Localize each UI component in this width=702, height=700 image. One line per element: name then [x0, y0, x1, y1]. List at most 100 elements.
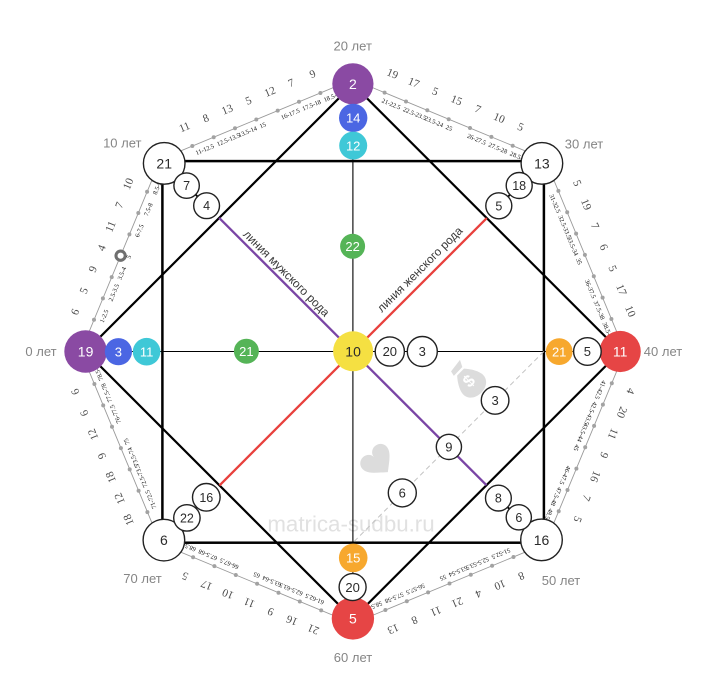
svg-text:35: 35 [574, 257, 583, 266]
svg-text:7: 7 [473, 103, 483, 116]
svg-text:9: 9 [445, 440, 452, 455]
svg-text:30 лет: 30 лет [565, 137, 603, 152]
svg-text:12: 12 [263, 85, 278, 100]
svg-text:63.5-64: 63.5-64 [261, 574, 283, 588]
svg-text:20: 20 [383, 344, 397, 359]
svg-text:73.5-74: 73.5-74 [126, 445, 140, 467]
svg-text:60 лет: 60 лет [334, 650, 372, 665]
svg-text:45: 45 [572, 443, 581, 452]
svg-text:20: 20 [614, 405, 630, 420]
svg-text:16: 16 [284, 612, 299, 628]
svg-text:15: 15 [346, 551, 360, 566]
svg-text:5: 5 [430, 85, 440, 98]
svg-text:9: 9 [597, 450, 610, 460]
svg-text:15: 15 [449, 93, 464, 109]
svg-text:10: 10 [121, 176, 137, 191]
svg-text:6: 6 [515, 511, 522, 525]
svg-text:21: 21 [239, 344, 253, 359]
svg-text:13.5-14: 13.5-14 [237, 125, 259, 139]
svg-text:53.5-54: 53.5-54 [447, 564, 469, 578]
svg-text:6: 6 [399, 486, 406, 501]
svg-text:9: 9 [87, 264, 100, 274]
svg-text:3: 3 [491, 393, 498, 408]
svg-text:10: 10 [622, 304, 638, 319]
svg-text:7: 7 [113, 200, 126, 210]
svg-text:19: 19 [78, 344, 94, 360]
svg-text:2.5-3.5: 2.5-3.5 [108, 283, 121, 302]
svg-text:65: 65 [253, 570, 262, 579]
svg-text:4: 4 [473, 586, 483, 599]
svg-text:16-17.5: 16-17.5 [280, 108, 301, 122]
svg-text:66-67.5: 66-67.5 [219, 556, 240, 570]
svg-text:11: 11 [428, 603, 443, 618]
svg-text:8.5-9: 8.5-9 [152, 181, 164, 196]
svg-text:22: 22 [345, 239, 359, 254]
svg-text:6: 6 [597, 242, 610, 252]
svg-text:4: 4 [96, 243, 109, 253]
svg-text:линия женского рода: линия женского рода [374, 223, 466, 315]
svg-text:57.5-58: 57.5-58 [384, 590, 405, 604]
svg-text:3.5-4: 3.5-4 [117, 265, 129, 281]
svg-text:50 лет: 50 лет [542, 573, 580, 588]
svg-text:11: 11 [242, 595, 257, 610]
svg-text:6: 6 [69, 307, 82, 317]
svg-text:8: 8 [495, 492, 502, 506]
svg-text:36-37.5: 36-37.5 [583, 279, 597, 300]
svg-text:26-27.5: 26-27.5 [466, 133, 487, 147]
svg-text:12: 12 [346, 138, 360, 153]
svg-text:33.5-34: 33.5-34 [565, 236, 579, 258]
svg-text:27.5-28: 27.5-28 [487, 142, 508, 156]
svg-text:10: 10 [492, 111, 507, 127]
svg-text:5: 5 [570, 178, 583, 188]
svg-text:11: 11 [177, 120, 192, 135]
svg-text:13: 13 [534, 155, 550, 171]
svg-text:5: 5 [78, 286, 91, 296]
svg-text:11: 11 [613, 344, 628, 360]
svg-text:5: 5 [570, 514, 583, 524]
svg-text:линия мужского рода: линия мужского рода [240, 227, 332, 319]
svg-text:7: 7 [588, 221, 601, 231]
svg-text:3: 3 [115, 344, 122, 359]
svg-text:7: 7 [287, 77, 297, 90]
svg-text:7: 7 [183, 179, 190, 193]
svg-text:6: 6 [78, 408, 91, 418]
svg-text:22: 22 [180, 511, 194, 525]
svg-text:7: 7 [579, 493, 592, 503]
svg-text:13: 13 [220, 102, 235, 118]
svg-text:16: 16 [199, 491, 213, 505]
svg-text:17.5-18: 17.5-18 [301, 99, 322, 113]
svg-text:9: 9 [308, 68, 318, 81]
svg-text:46-47.5: 46-47.5 [558, 465, 572, 486]
svg-text:18: 18 [121, 512, 137, 527]
svg-text:5: 5 [244, 94, 254, 107]
svg-text:10: 10 [220, 586, 235, 602]
svg-text:4: 4 [623, 386, 636, 396]
svg-text:61-62.5: 61-62.5 [304, 592, 325, 606]
svg-text:16: 16 [534, 532, 550, 548]
svg-text:12: 12 [86, 427, 101, 442]
svg-text:5: 5 [180, 569, 190, 582]
svg-text:4: 4 [203, 199, 210, 213]
svg-text:17: 17 [613, 283, 629, 298]
svg-text:2: 2 [349, 76, 357, 92]
svg-text:8: 8 [409, 613, 419, 626]
svg-text:37.5-38: 37.5-38 [592, 300, 606, 321]
svg-text:5: 5 [606, 264, 619, 274]
svg-text:10: 10 [345, 343, 361, 359]
svg-text:20 лет: 20 лет [333, 38, 371, 53]
svg-text:23.5-24: 23.5-24 [423, 115, 445, 129]
svg-text:17: 17 [199, 577, 214, 593]
svg-text:11: 11 [605, 426, 620, 441]
svg-text:11-12.5: 11-12.5 [195, 143, 216, 157]
svg-text:14: 14 [346, 111, 360, 126]
svg-text:5: 5 [515, 121, 525, 134]
svg-text:18: 18 [104, 469, 120, 484]
svg-text:43.5-44: 43.5-44 [575, 422, 589, 444]
svg-text:47.5-48: 47.5-48 [549, 486, 563, 507]
svg-text:7.5-8: 7.5-8 [143, 202, 155, 217]
svg-text:matrica-sudbu.ru: matrica-sudbu.ru [267, 512, 434, 537]
svg-text:6-7.5: 6-7.5 [134, 223, 146, 238]
svg-text:77.5-78: 77.5-78 [100, 382, 114, 403]
svg-text:21-22.5: 21-22.5 [381, 97, 402, 111]
svg-text:75: 75 [123, 437, 132, 446]
